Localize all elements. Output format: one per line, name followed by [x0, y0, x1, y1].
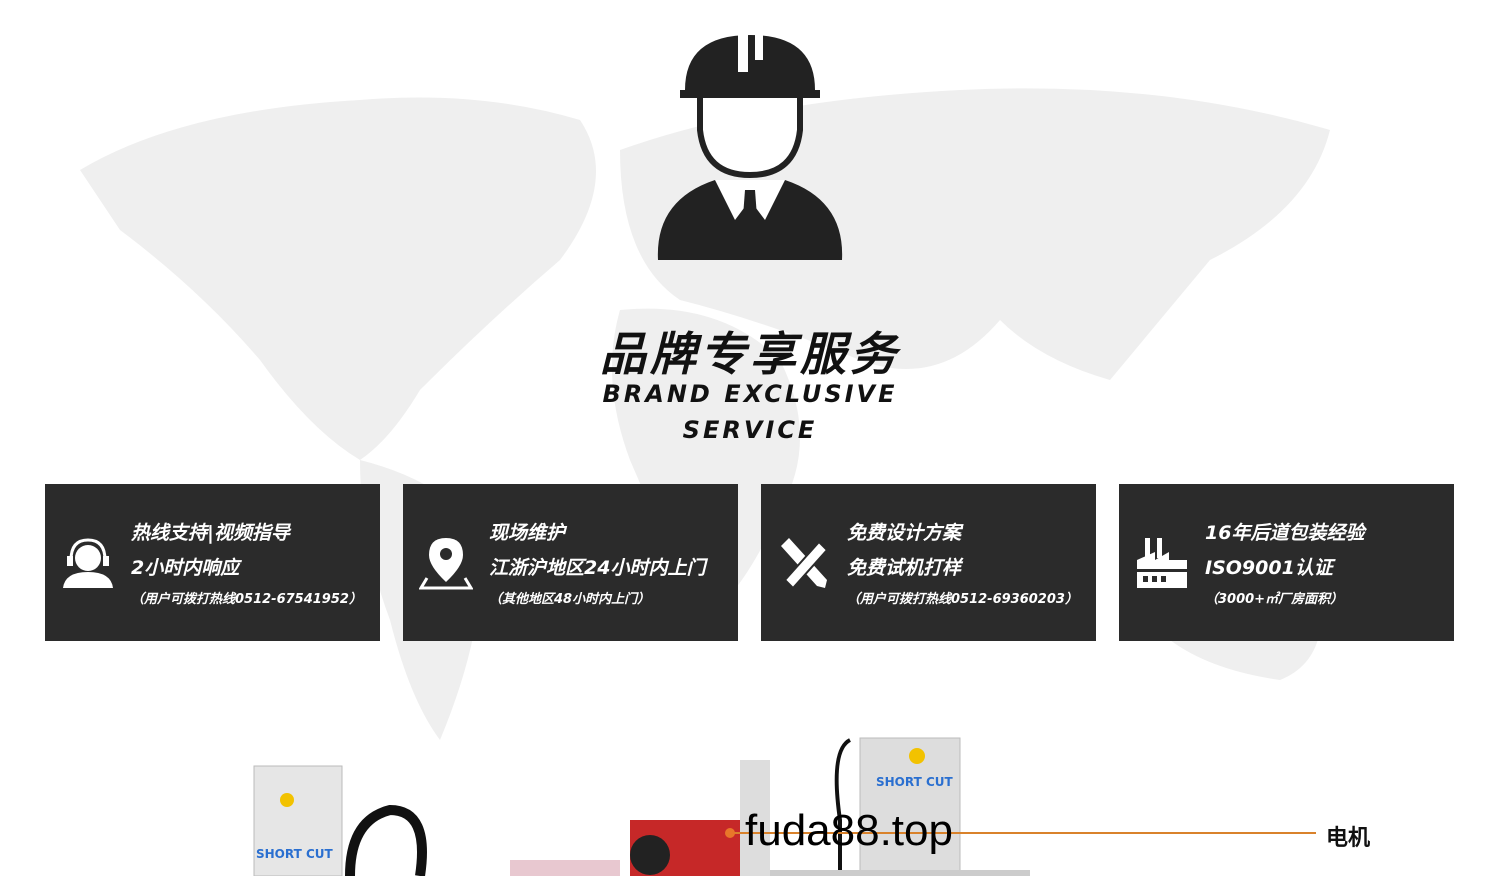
map-pin-icon: [419, 538, 473, 590]
callout-label-motor: 电机: [1326, 826, 1371, 851]
card-line2: ISO9001认证: [1205, 557, 1333, 579]
callout-dot: [725, 828, 735, 838]
factory-icon: [1137, 538, 1187, 588]
service-card-onsite: 现场维护 江浙沪地区24小时内上门 （其他地区48小时内上门）: [403, 484, 738, 641]
product-machine-image: SHORT CUT SHORT CUT: [253, 737, 1030, 876]
brand-logo-right: SHORT CUT: [876, 775, 954, 789]
service-card-hotline: 热线支持|视频指导 2小时内响应 （用户可拨打热线0512-67541952）: [45, 484, 380, 641]
world-map-background: [80, 88, 1330, 740]
page-title: 品牌专享服务: [600, 327, 900, 381]
page-subtitle: BRAND EXCLUSIVE SERVICE: [602, 380, 898, 444]
card-line3: （3000+㎡厂房面积）: [1205, 592, 1344, 607]
card-line1: 免费设计方案: [847, 522, 962, 544]
card-line1: 16年后道包装经验: [1205, 522, 1365, 544]
watermark-text: fuda88.top: [745, 806, 953, 855]
customer-service-icon: [63, 538, 113, 588]
ruler-pencil-icon: [781, 538, 829, 590]
service-card-experience: 16年后道包装经验 ISO9001认证 （3000+㎡厂房面积）: [1119, 484, 1454, 641]
card-hotline: （用户可拨打热线0512-67541952）: [131, 592, 362, 607]
card-line2: 2小时内响应: [131, 557, 240, 579]
engineer-icon: [657, 32, 843, 260]
service-card-design: 免费设计方案 免费试机打样 （用户可拨打热线0512-69360203）: [761, 484, 1096, 641]
brand-logo-left: SHORT CUT: [256, 847, 334, 861]
card-line1: 现场维护: [489, 522, 566, 544]
card-line2: 免费试机打样: [847, 557, 962, 579]
card-line3: （其他地区48小时内上门）: [489, 592, 651, 607]
card-hotline: （用户可拨打热线0512-69360203）: [847, 592, 1078, 607]
card-line1: 热线支持|视频指导: [131, 522, 290, 544]
callout-line: [730, 832, 1316, 834]
card-line2: 江浙沪地区24小时内上门: [489, 557, 706, 579]
